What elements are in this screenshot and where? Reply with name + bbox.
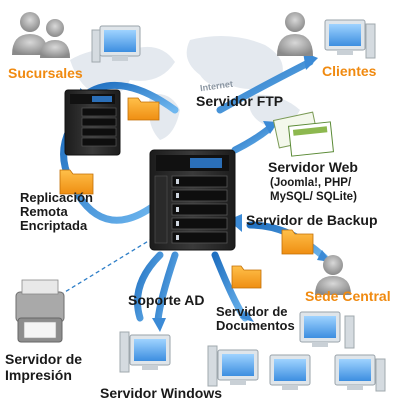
web-server-detail-2: MySQL/ SQLite) — [270, 191, 357, 203]
central-nas-server — [149, 149, 236, 251]
replication-label-2: Remota — [20, 204, 68, 219]
ad-support-label: Soporte AD — [128, 292, 205, 308]
ftp-server-label: Servidor FTP — [196, 93, 284, 109]
hq-workstations — [269, 255, 386, 392]
client-workstations — [277, 12, 376, 59]
documents-server-label-2: Documentos — [216, 318, 295, 333]
branches-label: Sucursales — [8, 65, 83, 81]
replication-label-3: Encriptada — [20, 218, 88, 233]
web-server-label: Servidor Web — [268, 159, 358, 175]
documents-workstation — [207, 345, 259, 387]
folder-icon — [231, 265, 262, 289]
replication-label-1: Replicación — [20, 190, 93, 205]
person-icon — [315, 255, 351, 295]
person-icon — [277, 12, 313, 56]
folder-icon — [59, 169, 94, 195]
branch-nas-server — [64, 89, 121, 156]
monitor-icon — [334, 354, 386, 392]
branch-workstations — [12, 12, 141, 63]
print-server-label-2: Impresión — [5, 367, 72, 383]
monitor-icon — [324, 19, 376, 59]
headquarters-label: Sede Central — [305, 288, 391, 304]
arrow-ad — [134, 251, 164, 322]
documents-server-label-1: Servidor de — [216, 304, 288, 319]
monitor-icon — [91, 25, 141, 63]
folder-icon — [127, 97, 160, 121]
person-icon — [12, 12, 70, 58]
printer-icon — [15, 279, 65, 343]
windows-server-label: Servidor Windows — [100, 385, 223, 401]
windows-server-workstation — [119, 331, 171, 373]
printer-link — [59, 239, 151, 296]
web-server-detail-1: (Joomla!, PHP/ — [270, 177, 352, 189]
web-pages-icon — [272, 111, 335, 157]
arrow-web — [231, 124, 274, 154]
clients-label: Clientes — [322, 63, 377, 79]
monitor-icon — [269, 354, 311, 390]
monitor-icon — [299, 311, 355, 349]
arrow-windows — [154, 251, 179, 324]
backup-server-label: Servidor de Backup — [246, 212, 378, 228]
folder-icons — [59, 97, 314, 289]
arrow-to-clients — [216, 58, 314, 114]
folder-icon — [281, 229, 314, 255]
print-server-label-1: Servidor de — [5, 351, 83, 367]
